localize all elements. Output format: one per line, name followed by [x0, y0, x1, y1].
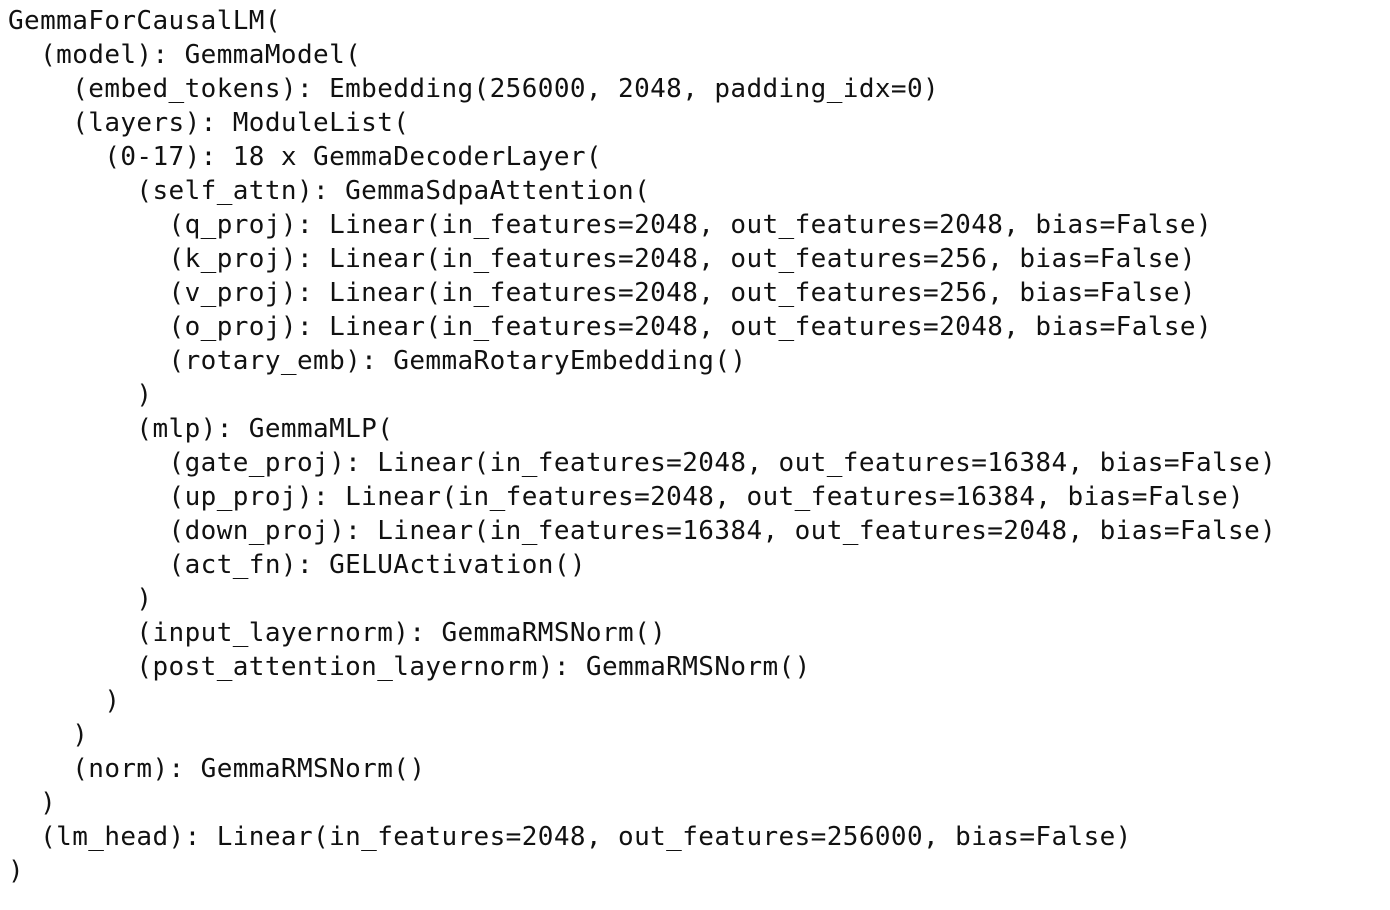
code-line: (gate_proj): Linear(in_features=2048, ou…	[8, 448, 1277, 478]
code-line: (up_proj): Linear(in_features=2048, out_…	[8, 482, 1245, 512]
code-line: )	[8, 380, 153, 410]
code-line: (k_proj): Linear(in_features=2048, out_f…	[8, 244, 1196, 274]
code-line: (self_attn): GemmaSdpaAttention(	[8, 176, 651, 206]
code-line: )	[8, 584, 153, 614]
code-line: (0-17): 18 x GemmaDecoderLayer(	[8, 142, 602, 172]
code-line: (layers): ModuleList(	[8, 108, 410, 138]
code-line: )	[8, 788, 57, 818]
code-line: (lm_head): Linear(in_features=2048, out_…	[8, 822, 1132, 852]
code-line: (input_layernorm): GemmaRMSNorm()	[8, 618, 667, 648]
code-line: (v_proj): Linear(in_features=2048, out_f…	[8, 278, 1196, 308]
code-line: (norm): GemmaRMSNorm()	[8, 754, 426, 784]
code-line: )	[8, 720, 89, 750]
code-line: (mlp): GemmaMLP(	[8, 414, 394, 444]
code-line: (post_attention_layernorm): GemmaRMSNorm…	[8, 652, 811, 682]
code-line: (embed_tokens): Embedding(256000, 2048, …	[8, 74, 940, 104]
code-line: GemmaForCausalLM(	[8, 6, 281, 36]
code-line: (act_fn): GELUActivation()	[8, 550, 586, 580]
code-line: )	[8, 686, 121, 716]
code-line: (down_proj): Linear(in_features=16384, o…	[8, 516, 1277, 546]
code-line: (rotary_emb): GemmaRotaryEmbedding()	[8, 346, 747, 376]
code-line: (o_proj): Linear(in_features=2048, out_f…	[8, 312, 1212, 342]
code-line: )	[8, 856, 25, 886]
code-line: (q_proj): Linear(in_features=2048, out_f…	[8, 210, 1212, 240]
code-line: (model): GemmaModel(	[8, 40, 362, 70]
